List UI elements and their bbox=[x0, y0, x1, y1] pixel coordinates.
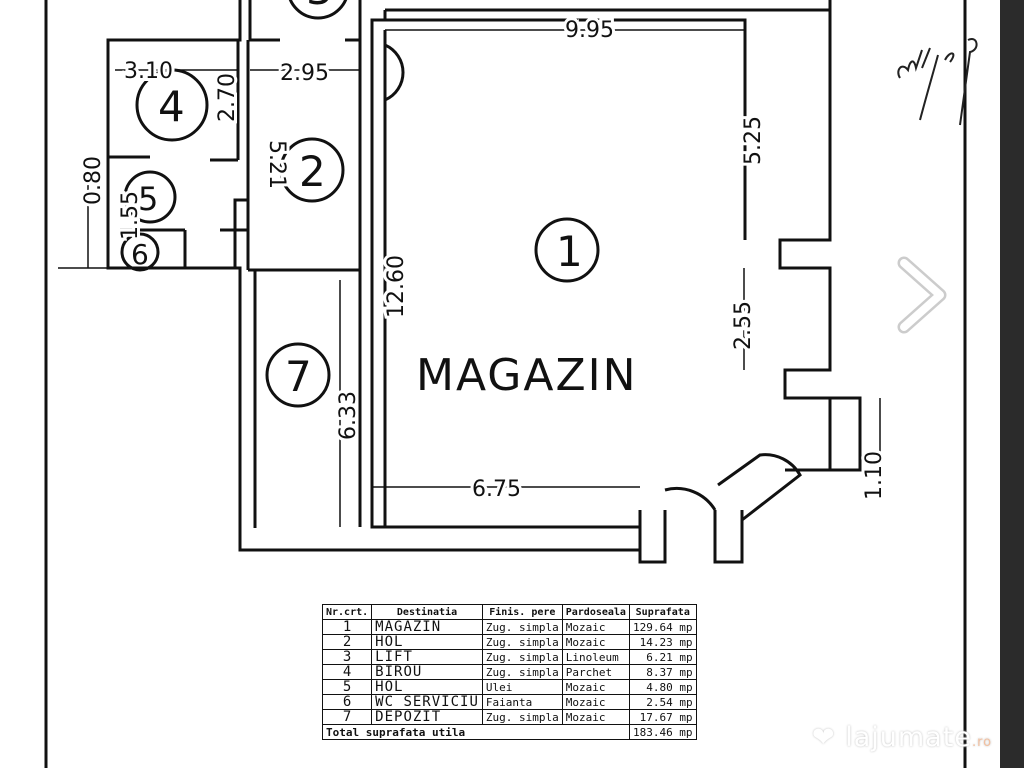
row-finis: Zug. simpla bbox=[481, 649, 563, 665]
dim-top-width: 9.95 bbox=[565, 18, 614, 43]
room-number-5: 5 bbox=[138, 180, 158, 218]
viewer-edge bbox=[1000, 0, 1024, 768]
row-nr: 1 bbox=[321, 619, 373, 635]
next-image-chevron-icon[interactable] bbox=[890, 255, 954, 335]
room-number-3: 3 bbox=[306, 0, 333, 14]
row-destinatia: LIFT bbox=[371, 649, 483, 665]
dim-magazin-height: 12.60 bbox=[384, 255, 409, 318]
dim-birou-height: 2.70 bbox=[215, 73, 240, 122]
watermark-logo: ❤ lajumate.ro bbox=[812, 722, 992, 753]
row-pardoseala: Mozaic bbox=[561, 709, 630, 725]
header-pardoseala: Pardoseala bbox=[561, 604, 630, 620]
row-suprafata: 8.37 mp bbox=[628, 664, 697, 680]
row-nr: 5 bbox=[321, 679, 373, 695]
total-label: Total suprafata utila bbox=[322, 724, 630, 740]
watermark-brand: lajumate bbox=[845, 722, 972, 753]
row-nr: 6 bbox=[321, 694, 373, 710]
row-nr: 2 bbox=[321, 634, 373, 650]
dim-bottom-width: 6.75 bbox=[472, 477, 521, 502]
room-label-magazin: MAGAZIN bbox=[416, 350, 638, 401]
room-number-7: 7 bbox=[285, 352, 312, 401]
total-value: 183.46 mp bbox=[628, 724, 697, 740]
row-nr: 3 bbox=[321, 649, 373, 665]
row-suprafata: 14.23 mp bbox=[628, 634, 697, 650]
row-finis: Faianta bbox=[481, 694, 563, 710]
row-destinatia: BIROU bbox=[371, 664, 483, 680]
table-header-row: Nr.crt. Destinatia Finis. pere Pardoseal… bbox=[321, 604, 697, 620]
room-number-6: 6 bbox=[131, 238, 149, 271]
walls bbox=[44, 0, 967, 768]
row-finis: Zug. simpla bbox=[481, 664, 563, 680]
row-finis: Zug. simpla bbox=[481, 709, 563, 725]
watermark-icon: ❤ bbox=[812, 722, 836, 753]
row-finis: Zug. simpla bbox=[481, 634, 563, 650]
row-destinatia: HOL bbox=[371, 634, 483, 650]
row-suprafata: 6.21 mp bbox=[628, 649, 697, 665]
dimension-labels: 9.95 3.10 2.95 2.70 5.21 0.80 1.55 12.60… bbox=[78, 15, 890, 505]
dim-hol-height: 5.21 bbox=[264, 140, 289, 189]
room-numbers: 1 2 3 4 5 6 7 MAGAZIN bbox=[131, 0, 638, 401]
signature bbox=[897, 38, 978, 126]
header-suprafata: Suprafata bbox=[628, 604, 697, 620]
row-destinatia: WC SERVICIU bbox=[371, 694, 483, 710]
row-pardoseala: Linoleum bbox=[561, 649, 630, 665]
row-pardoseala: Mozaic bbox=[561, 694, 630, 710]
watermark-tld: .ro bbox=[971, 735, 993, 750]
row-suprafata: 2.54 mp bbox=[628, 694, 697, 710]
dim-small-b: 1.55 bbox=[118, 191, 143, 240]
row-suprafata: 17.67 mp bbox=[628, 709, 697, 725]
row-suprafata: 4.80 mp bbox=[628, 679, 697, 695]
room-number-2: 2 bbox=[299, 147, 326, 196]
row-nr: 7 bbox=[321, 709, 373, 725]
header-finis: Finis. pere bbox=[481, 604, 563, 620]
header-nr: Nr.crt. bbox=[321, 604, 373, 620]
dim-depozit-height: 6.33 bbox=[336, 391, 361, 440]
dim-hol-width: 2.95 bbox=[280, 61, 329, 86]
surface-table: Nr.crt. Destinatia Finis. pere Pardoseal… bbox=[321, 604, 697, 740]
dim-right-window: 2.55 bbox=[731, 301, 756, 350]
row-suprafata: 129.64 mp bbox=[628, 619, 697, 635]
room-number-4: 4 bbox=[158, 82, 185, 131]
row-finis: Zug. simpla bbox=[481, 619, 563, 635]
row-pardoseala: Mozaic bbox=[561, 679, 630, 695]
row-destinatia: MAGAZIN bbox=[371, 619, 483, 635]
row-pardoseala: Parchet bbox=[561, 664, 630, 680]
header-destinatia: Destinatia bbox=[371, 604, 483, 620]
row-finis: Ulei bbox=[481, 679, 563, 695]
row-destinatia: HOL bbox=[371, 679, 483, 695]
room-number-1: 1 bbox=[556, 227, 583, 276]
row-destinatia: DEPOZIT bbox=[371, 709, 483, 725]
row-pardoseala: Mozaic bbox=[561, 619, 630, 635]
dim-right-upper: 5.25 bbox=[741, 116, 766, 165]
dim-small-a: 0.80 bbox=[81, 156, 106, 205]
row-pardoseala: Mozaic bbox=[561, 634, 630, 650]
row-nr: 4 bbox=[321, 664, 373, 680]
dim-birou-width: 3.10 bbox=[124, 59, 173, 84]
dim-entry: 1.10 bbox=[862, 451, 887, 500]
table-total-row: Total suprafata utila 183.46 mp bbox=[322, 724, 697, 740]
